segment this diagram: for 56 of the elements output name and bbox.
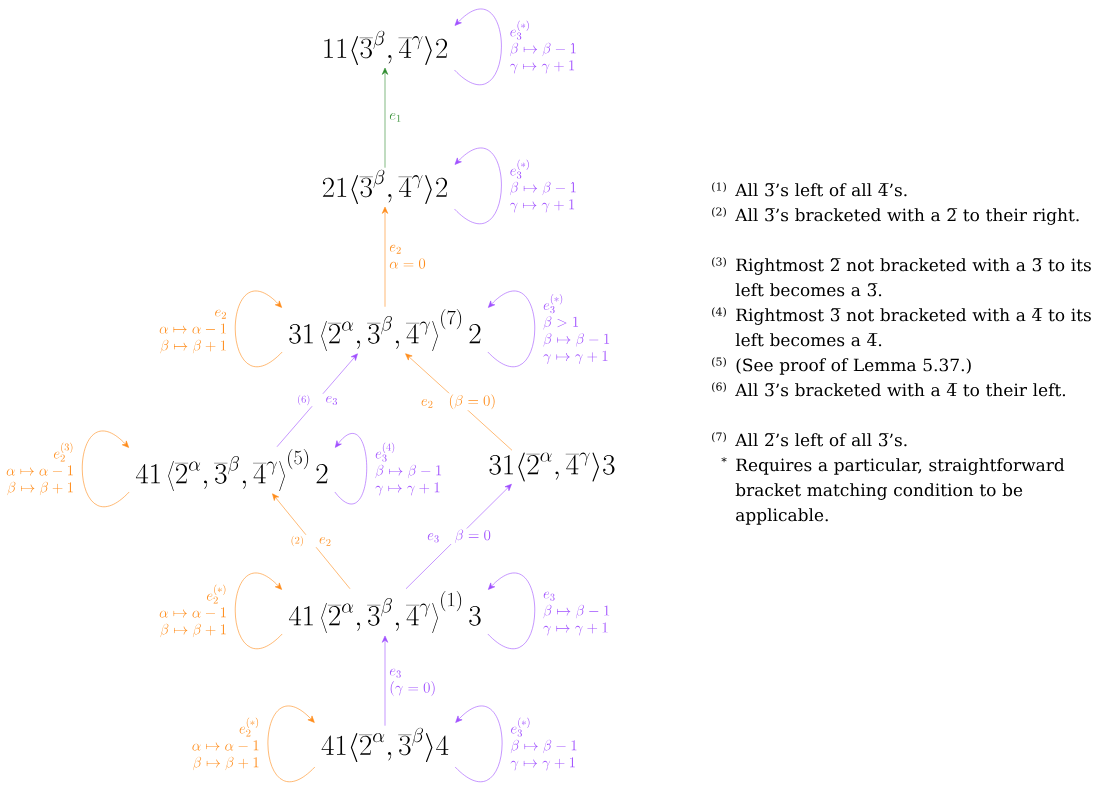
edge-label: $\begin{array}{@{}r@{}}e_2^{(3)}\\\alpha\mapsto\alpha-1\\\beta\mapsto\beta+1\end{array}$ — [6, 442, 73, 496]
footnote-text: All 3̅’s bracketed with a 2̅ to their right. — [735, 208, 1079, 225]
footnote-marker: (6) — [712, 382, 726, 393]
footnote-marker: (7) — [712, 432, 726, 443]
footnote-text: All 2̅’s left of all 3̅’s. — [735, 433, 907, 447]
edge-label: $\begin{array}{@{}l@{}}e_3\\\beta\mapsto\beta-1\\\gamma\mapsto\gamma+1\end{array}$ — [543, 591, 610, 636]
arrow — [381, 206, 389, 308]
edge-label: $\begin{array}{@{}l@{}}e_3\\(\gamma=0)\end{array}$ — [389, 668, 435, 697]
state-formula: $31\left\langle\overline{2}^{\alpha},\overline{3}^{\beta},\overline{4}^{\gamma}\right\rangle^{(7)} 2$ — [289, 308, 481, 352]
state-formula: $21\langle\overline{3}^{\beta},\overline{4}^{\gamma}\rangle 2$ — [322, 169, 448, 205]
loop-arrow — [454, 8, 502, 86]
edge-label: ${\scriptstyle(2)}\quad e_2$ — [289, 534, 333, 548]
edge-label: $\begin{array}{@{}l@{}}e_3^{(*)}\\\beta\mapsto\beta-1\\\gamma\mapsto\gamma+1\end{array}$ — [510, 717, 577, 771]
footnote-text: (See proof of Lemma 5.37.) — [736, 358, 971, 375]
footnote-text: All 3̅’s left of all 4̅’s. — [735, 183, 907, 197]
footnote-text: Rightmost 3̅ not bracketed with a 4̅ to its left becomes a 4̅. — [735, 308, 1091, 347]
arrow — [272, 493, 351, 590]
edge-label: $e_2\quad(\beta=0)$ — [419, 393, 498, 411]
arrow — [381, 67, 389, 168]
state-formula: $41\left\langle\overline{2}^{\alpha},\overline{3}^{\beta},\overline{4}^{\gamma}\right\rangle^{(1)} 3$ — [288, 590, 481, 634]
edge-label: $\begin{array}{@{}r@{}}e_2\\\alpha\mapsto\alpha-1\\\beta\mapsto\beta+1\end{array}$ — [159, 309, 226, 354]
loop-arrow — [234, 572, 283, 650]
footnote-marker: * — [721, 457, 727, 463]
arrow — [381, 635, 389, 726]
loop-arrow — [454, 705, 503, 783]
edge-label: $\begin{array}{@{}l@{}}e_2\\\alpha=0\end{array}$ — [389, 244, 426, 269]
state-formula: $11\langle\overline{3}^{\beta},\overline{4}^{\gamma}\rangle 2$ — [324, 30, 448, 66]
edge-label: $e_3\quad\beta=0$ — [426, 528, 492, 544]
state-formula: $41\left\langle\overline{2}^{\alpha},\overline{3}^{\beta},\overline{4}^{\gamma}\right\rangle^{(5)} 2$ — [135, 448, 328, 492]
arrow — [276, 353, 358, 448]
state-formula: $31\langle\overline{2}^{\alpha},\overline{4}^{\gamma}\rangle 3$ — [489, 452, 615, 482]
edge-label: $\begin{array}{@{}l@{}}e_3^{(*)}\\\beta\mapsto\beta-1\\\gamma\mapsto\gamma+1\end{array}$ — [509, 159, 576, 213]
loop-arrow — [267, 705, 316, 783]
edge-label: $\begin{array}{@{}l@{}}e_3^{(*)}\\\beta>1\\\beta\mapsto\beta-1\\\gamma\mapsto\gamma+1\end{array}$ — [543, 294, 610, 364]
footnote-marker: (1) — [712, 182, 726, 193]
arrow — [405, 483, 512, 590]
loop-arrow — [487, 572, 536, 650]
edge-label: $\begin{array}{@{}l@{}}e_3^{(*)}\\\beta\mapsto\beta-1\\\gamma\mapsto\gamma+1\end{array}$ — [509, 20, 576, 74]
footnote-marker: (5) — [712, 357, 726, 368]
edge-label: $e_1$ — [389, 113, 401, 122]
footnote-text: Rightmost 2̅ not bracketed with a 3̅ to its left becomes a 3̅. — [735, 258, 1091, 297]
loop-arrow — [81, 430, 130, 508]
edge-label: $\begin{array}{@{}l@{}}e_3^{(4)}\\\beta\mapsto\beta-1\\\gamma\mapsto\gamma+1\end{array}$ — [375, 442, 442, 496]
footnote-text: All 3̅’s bracketed with a 4̅ to their left. — [735, 383, 1066, 397]
footnote-marker: (4) — [712, 307, 726, 318]
edge-label: ${\scriptstyle(6)}\quad e_3$ — [296, 393, 339, 407]
edge-label: $\begin{array}{@{}r@{}}e_2^{(*)}\\\alpha\mapsto\alpha-1\\\beta\mapsto\beta+1\end{array}$ — [159, 584, 226, 638]
loop-arrow — [234, 290, 283, 368]
footnote-marker: (3) — [712, 257, 726, 268]
edge-label: $\begin{array}{@{}r@{}}e_2^{(*)}\\\alpha\mapsto\alpha-1\\\beta\mapsto\beta+1\end{array}$ — [192, 717, 259, 771]
loop-arrow — [487, 290, 536, 368]
loop-arrow — [334, 433, 368, 505]
state-formula: $41\langle\overline{2}^{\alpha},\overline{3}^{\beta}\rangle 4$ — [321, 727, 449, 763]
footnote-marker: (2) — [712, 207, 726, 218]
footnote-text: Requires a particular, straightforward bracket matching condition to be applicable. — [735, 458, 1065, 525]
loop-arrow — [454, 147, 502, 225]
